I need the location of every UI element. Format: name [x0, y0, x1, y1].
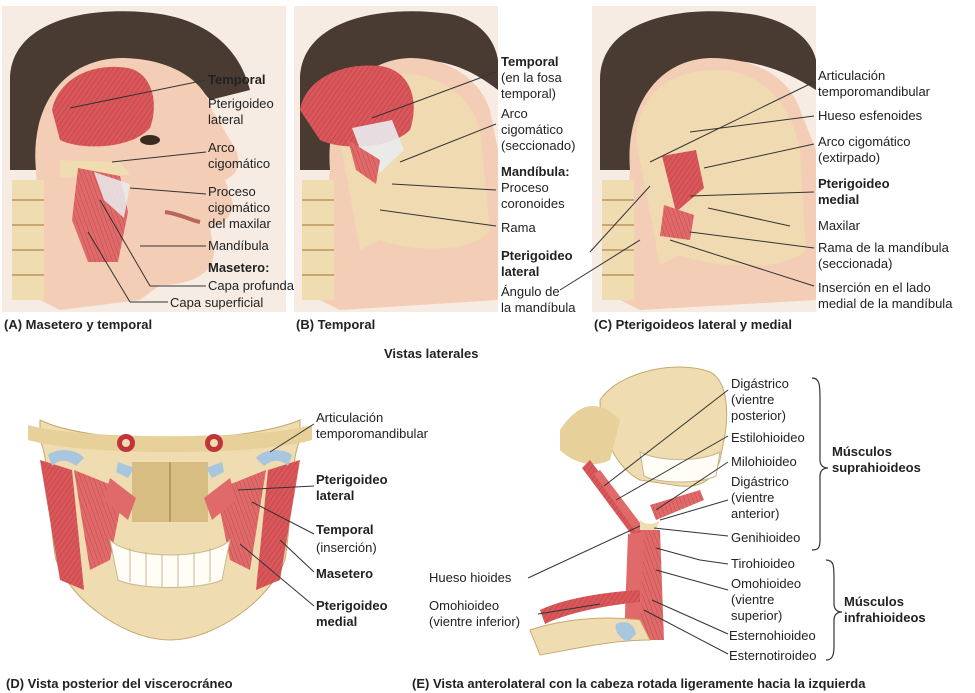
label-b-mandibula: Mandíbula: [501, 164, 570, 179]
label-e-hueso-hioides: Hueso hioides [429, 570, 512, 585]
label-b-arco-cigomatico: Arco cigomático (seccionado) [501, 106, 576, 153]
label-a-pterigoideo-lateral: Pterigoideo lateral [208, 96, 274, 127]
label-a-capa-profunda: Capa profunda [208, 278, 295, 293]
label-b-proceso-coronoides: Proceso coronoides [501, 180, 565, 211]
caption-panel-c: (C) Pterigoideos lateral y medial [594, 317, 792, 332]
label-e-musculos-infrahioideos: Músculos infrahioideos [844, 594, 926, 625]
label-a-arco-cigomatico: Arco cigomático [208, 140, 271, 171]
label-a-masetero: Masetero: [208, 260, 270, 275]
label-e-esternotiroideo: Esternotiroideo [729, 648, 817, 663]
label-e-milohioideo: Milohioideo [731, 454, 797, 469]
panel-c-illustration [559, 6, 816, 312]
caption-panel-d: (D) Vista posterior del viscerocráneo [6, 676, 233, 691]
panel-a-illustration [2, 6, 286, 312]
label-a-temporal: Temporal [208, 72, 266, 87]
label-c-hueso-esfenoides: Hueso esfenoides [818, 108, 923, 123]
views-label: Vistas laterales [384, 346, 479, 361]
label-c-pterigoideo-medial: Pterigoideo medial [818, 176, 890, 207]
label-b-temporal: Temporal [501, 54, 559, 69]
label-e-musculos-suprahioideos: Músculos suprahioideos [832, 444, 921, 475]
label-c-rama-mandibula: Rama de la mandíbula (seccionada) [818, 240, 949, 271]
label-d-pterigoideo-medial: Pterigoideo medial [316, 598, 388, 629]
label-c-insercion: Inserción en el lado medial de la mandíb… [818, 280, 953, 311]
label-e-digastrico-posterior: Digástrico (vientre posterior) [731, 376, 789, 423]
label-d-articulacion: Articulación temporomandibular [316, 410, 429, 441]
panel-e-illustration [527, 366, 843, 661]
label-d-pterigoideo-lateral: Pterigoideo lateral [316, 472, 388, 503]
label-b-fosa-temporal: (en la fosa temporal) [501, 70, 562, 101]
label-c-articulacion: Articulación temporomandibular [818, 68, 931, 99]
label-e-omohioideo-superior: Omohioideo (vientre superior) [731, 576, 802, 623]
caption-panel-e: (E) Vista anterolateral con la cabeza ro… [412, 676, 866, 691]
label-a-capa-superficial: Capa superficial [170, 295, 264, 310]
label-e-estilohioideo: Estilohioideo [731, 430, 805, 445]
label-e-digastrico-anterior: Digástrico (vientre anterior) [731, 474, 789, 521]
label-b-rama: Rama [501, 220, 536, 235]
label-d-masetero: Masetero [316, 566, 374, 581]
label-b-angulo-mandibula: Ángulo de la mandíbula [501, 284, 576, 315]
label-a-proceso-cigomatico: Proceso cigomático del maxilar [208, 184, 271, 231]
caption-panel-b: (B) Temporal [296, 317, 376, 332]
label-d-temporal: Temporal [316, 522, 374, 537]
label-b-pterigoideo-lateral: Pterigoideo lateral [501, 248, 573, 279]
label-e-esternohioideo: Esternohioideo [729, 628, 816, 643]
caption-panel-a: (A) Masetero y temporal [4, 317, 153, 332]
label-d-insercion: (inserción) [316, 540, 377, 555]
label-e-omohioideo-inferior: Omohioideo (vientre inferior) [429, 598, 521, 629]
panel-d-illustration [28, 419, 315, 641]
panel-b-illustration [294, 6, 498, 312]
label-a-mandibula: Mandíbula [208, 238, 269, 253]
label-c-arco-cigomatico: Arco cigomático (extirpado) [818, 134, 911, 165]
label-c-maxilar: Maxilar [818, 218, 860, 233]
label-e-genihioideo: Genihioideo [731, 530, 801, 545]
label-e-tirohioideo: Tirohioideo [731, 556, 795, 571]
